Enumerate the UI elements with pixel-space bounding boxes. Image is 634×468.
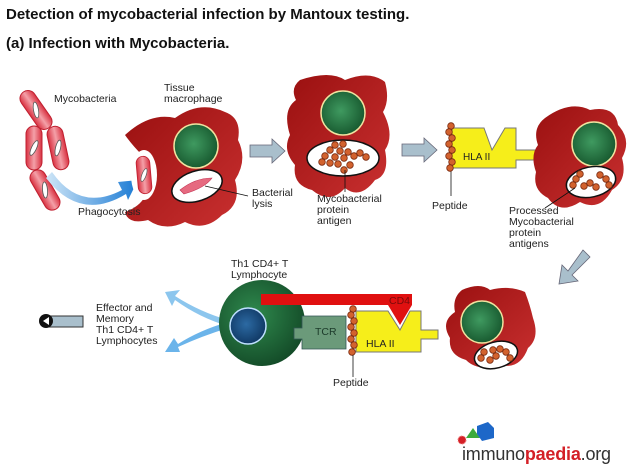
- immunopaedia-logo[interactable]: immunopaedia.org: [462, 444, 611, 465]
- logo-prefix: immuno: [462, 444, 525, 464]
- phagocytosis-arrow: [46, 172, 138, 205]
- antigen-presenting-macrophage: [533, 106, 627, 209]
- label-tissue-macrophage: Tissue macrophage: [164, 82, 223, 105]
- label-peptide-top: Peptide: [432, 200, 468, 212]
- mycobacterium: [45, 124, 71, 172]
- label-tcr: TCR: [315, 326, 337, 338]
- label-hla-ii-top: HLA II: [463, 152, 491, 163]
- logo-brand: paedia: [524, 444, 581, 464]
- label-peptide-bottom: Peptide: [333, 377, 369, 389]
- logo-suffix: .org: [580, 444, 611, 464]
- label-th1-lymphocyte: Th1 CD4+ T Lymphocyte: [231, 258, 289, 281]
- nucleus: [173, 123, 219, 169]
- label-mycobacterial-protein-antigen: Mycobacterial protein antigen: [317, 193, 382, 227]
- process-arrow: [249, 138, 286, 164]
- mycobacterium: [25, 125, 43, 171]
- cd4-molecule: [261, 294, 412, 325]
- label-effector-memory: Effector and Memory Th1 CD4+ T Lymphocyt…: [96, 302, 158, 347]
- macrophage-with-antigen: [286, 75, 390, 198]
- hla-ii-complex-top: [445, 122, 537, 196]
- hla-ii-complex-bottom: [355, 310, 439, 353]
- th1-cd4-lymphocyte: [165, 280, 305, 366]
- immunopaedia-logo-mark: [457, 422, 494, 445]
- process-arrow: [401, 137, 438, 163]
- label-mycobacteria: Mycobacteria: [54, 93, 117, 105]
- process-arrow: [558, 249, 591, 285]
- figure-subtitle: (a) Infection with Mycobacteria.: [6, 35, 230, 52]
- label-bacterial-lysis: Bacterial lysis: [252, 187, 293, 210]
- label-hla-ii-bottom: HLA II: [366, 338, 395, 350]
- tcr-receptor: [293, 315, 347, 350]
- presenting-macrophage-bottom: [446, 286, 536, 370]
- figure-title: Detection of mycobacterial infection by …: [6, 6, 410, 23]
- label-phagocytosis: Phagocytosis: [78, 206, 141, 218]
- label-processed-antigens: Processed Mycobacterial protein antigens: [509, 205, 574, 250]
- back-arrow[interactable]: [39, 314, 84, 328]
- tissue-macrophage: [125, 107, 249, 227]
- label-cd4: CD4: [389, 295, 411, 307]
